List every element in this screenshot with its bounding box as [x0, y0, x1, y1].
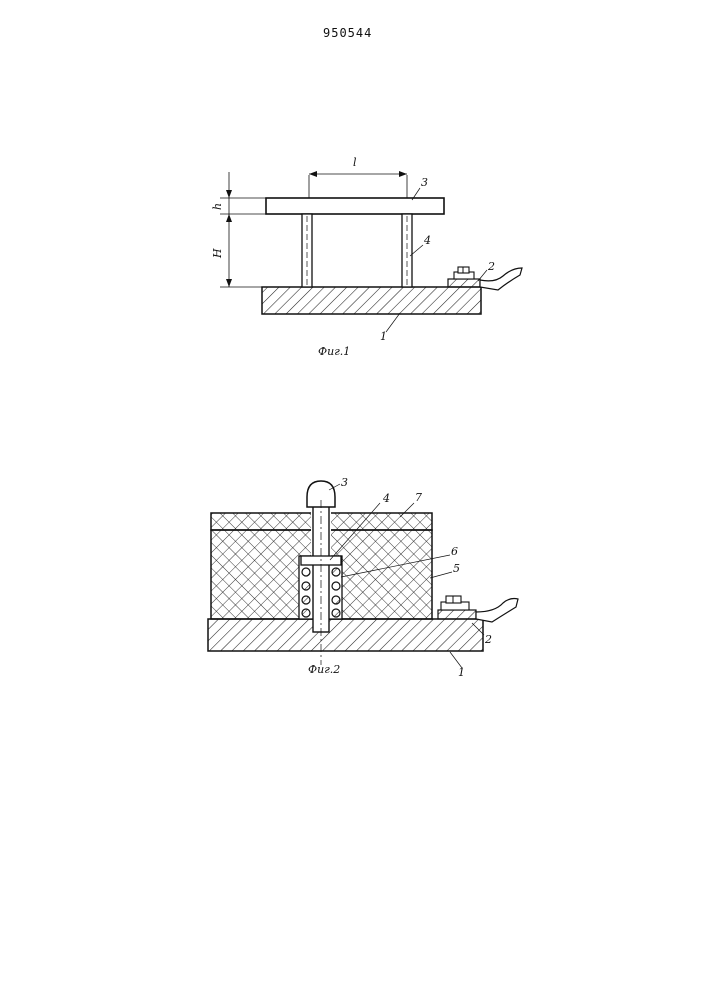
fig1-post-left	[302, 214, 312, 287]
fig2-label-7: 7	[415, 491, 422, 504]
fig1-label-1: 1	[380, 330, 387, 343]
fig1-base-plate	[262, 287, 481, 314]
figure-2: 3 4 7 6 5 2 1 Фиг.2	[208, 476, 518, 679]
fig2-caption: Фиг.2	[308, 663, 340, 676]
fig2-label-4: 4	[382, 492, 390, 505]
figure-1: l h H 3 4 2 1 Фиг.1	[211, 156, 522, 358]
fig2-label-2: 2	[484, 633, 492, 646]
fig1-caption: Фиг.1	[318, 345, 350, 358]
dim-h-label: h	[211, 203, 224, 210]
fig1-top-plate	[266, 198, 444, 214]
fig2-base-plate	[208, 619, 483, 651]
fig2-label-1: 1	[458, 666, 465, 679]
fig1-label-3: 3	[421, 176, 428, 189]
fig1-label-4: 4	[423, 234, 431, 247]
fig1-label-2: 2	[487, 260, 495, 273]
fig2-label-6: 6	[451, 545, 458, 558]
fig1-post-right	[402, 214, 412, 287]
dim-l-label: l	[353, 156, 357, 169]
fig2-label-3: 3	[341, 476, 348, 489]
dim-H-label: H	[211, 248, 224, 259]
fig2-label-5: 5	[453, 562, 460, 575]
